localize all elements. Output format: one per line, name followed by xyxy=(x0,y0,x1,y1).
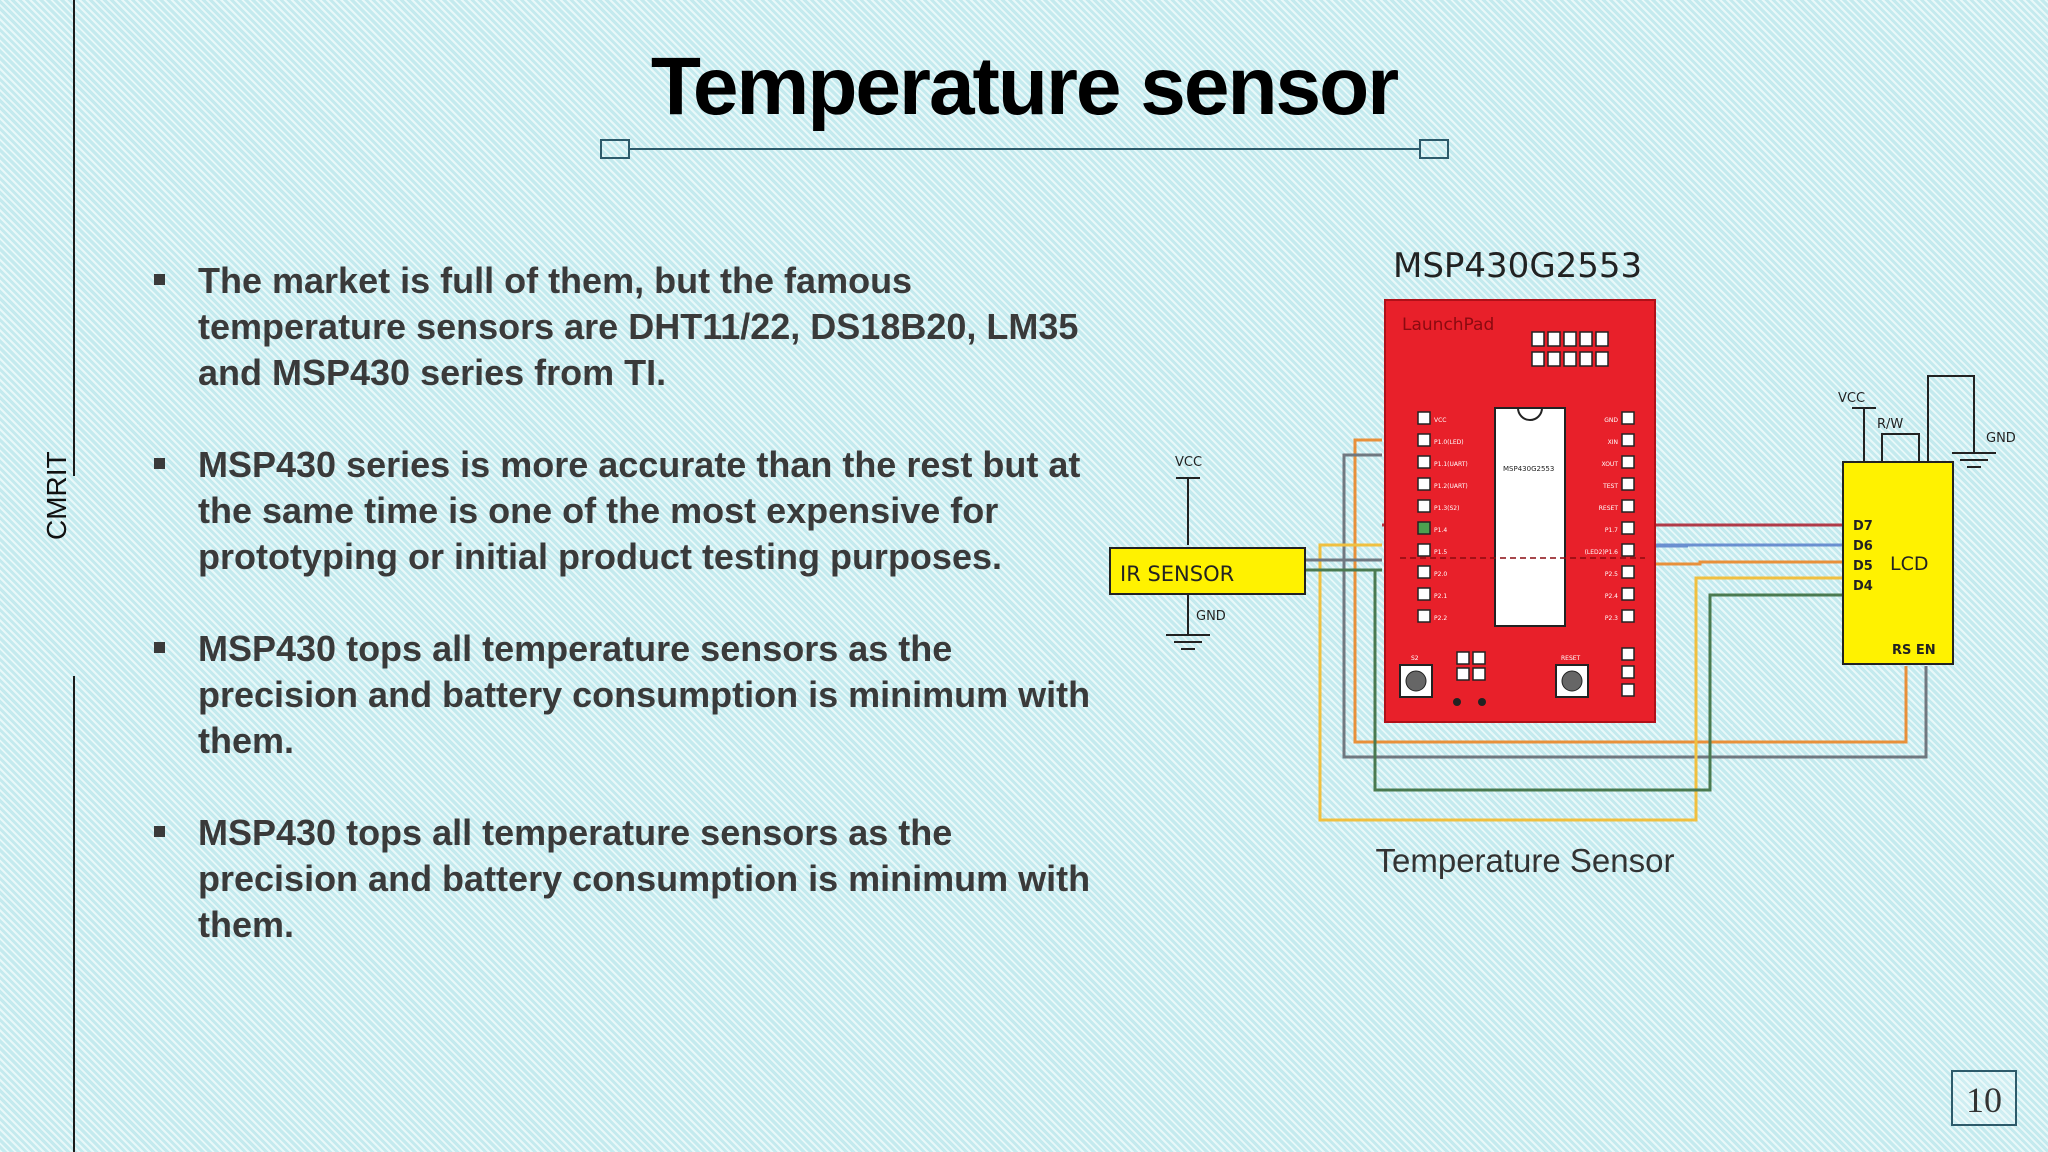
title-underline xyxy=(600,139,1449,159)
lcd-pin-label: D5 xyxy=(1853,559,1873,574)
bullet-text: The market is full of them, but the famo… xyxy=(198,260,1079,393)
wire-orange-lcd xyxy=(1630,560,1843,566)
left-pin-label: P1.5 xyxy=(1434,549,1447,556)
bullet-item: MSP430 series is more accurate than the … xyxy=(150,442,1110,580)
left-pin-label: P1.2(UART) xyxy=(1434,483,1468,490)
right-pin-label: XOUT xyxy=(1601,461,1618,468)
board-brand: LaunchPad xyxy=(1402,315,1494,335)
right-pin-label: TEST xyxy=(1602,483,1618,490)
ir-sensor-label: IR SENSOR xyxy=(1120,562,1234,586)
left-rule-bottom xyxy=(73,676,75,1152)
right-pin-labels: GND XIN XOUT TEST RESET P1.7 (LED2)P1.6 … xyxy=(1585,417,1619,622)
slide-title: Temperature sensor xyxy=(650,41,1399,132)
left-pin-labels: VCC P1.0(LED) P1.1(UART) P1.2(UART) P1.3… xyxy=(1434,417,1468,622)
bullet-list: The market is full of them, but the famo… xyxy=(150,258,1110,994)
bullet-marker xyxy=(154,274,165,285)
right-pin-label: RESET xyxy=(1599,505,1619,512)
lcd-pin-label: D4 xyxy=(1853,579,1873,594)
sensor-gnd-label: GND xyxy=(1196,609,1226,624)
sensor-vcc-label: VCC xyxy=(1175,455,1202,470)
board-name: MSP430G2553 xyxy=(1393,246,1642,286)
led-block xyxy=(1456,651,1486,681)
power-pins xyxy=(1621,647,1635,697)
left-pin-label: P1.1(UART) xyxy=(1434,461,1468,468)
wire-orange xyxy=(1353,438,1908,744)
wires xyxy=(1305,438,1928,822)
left-pin-label: P2.0 xyxy=(1434,571,1447,578)
lcd-pin-label: D6 xyxy=(1853,539,1873,554)
right-pin-label: P2.4 xyxy=(1605,593,1618,600)
left-pin-label: P2.2 xyxy=(1434,615,1447,622)
circuit-diagram: MSP430G2553 VCC GND IR SENSOR LaunchPad … xyxy=(1109,246,2016,822)
lcd-box xyxy=(1842,461,1954,665)
bullet-text: MSP430 tops all temperature sensors as t… xyxy=(198,812,1091,945)
bullet-marker xyxy=(154,826,165,837)
left-pin-column xyxy=(1417,411,1431,623)
lcd-pin-labels: D7 D6 D5 D4 xyxy=(1853,519,1873,594)
right-pin-label: P1.7 xyxy=(1605,527,1618,534)
lcd-vcc-label: VCC xyxy=(1838,391,1865,406)
bullet-item: The market is full of them, but the famo… xyxy=(150,258,1110,396)
button-reset: RESET xyxy=(1555,655,1589,698)
left-pin-label: P1.0(LED) xyxy=(1434,439,1464,446)
left-pin-label: P1.3(S2) xyxy=(1434,505,1459,512)
bullet-item: MSP430 tops all temperature sensors as t… xyxy=(150,626,1110,764)
left-pin-label: P2.1 xyxy=(1434,593,1447,600)
left-pin-label: VCC xyxy=(1434,417,1446,424)
left-rule-top xyxy=(73,0,75,476)
side-label: CMRIT xyxy=(41,451,72,540)
button-s2-label: S2 xyxy=(1411,655,1419,662)
bullet-text: MSP430 tops all temperature sensors as t… xyxy=(198,628,1091,761)
button-s2: S2 xyxy=(1399,655,1433,698)
right-pin-label: (LED2)P1.6 xyxy=(1585,549,1619,556)
ir-sensor-box xyxy=(1109,547,1306,595)
lcd-rw-label: R/W xyxy=(1877,417,1903,432)
wire-gray xyxy=(1342,453,1928,759)
right-pin-label: GND xyxy=(1604,417,1618,424)
right-pin-label: P2.5 xyxy=(1605,571,1618,578)
bullet-marker xyxy=(154,458,165,469)
lcd-gnd-label: GND xyxy=(1986,431,2016,446)
lcd-rs-en-label: RS EN xyxy=(1892,643,1936,658)
msp430-chip xyxy=(1494,407,1566,627)
wire-yellow xyxy=(1318,543,1843,822)
right-pin-column xyxy=(1621,411,1635,623)
lcd-pin-label: D7 xyxy=(1853,519,1873,534)
jumper-block xyxy=(1531,331,1609,367)
button-reset-label: RESET xyxy=(1561,655,1581,662)
bullet-item: MSP430 tops all temperature sensors as t… xyxy=(150,810,1110,948)
chip-label: MSP430G2553 xyxy=(1503,465,1554,473)
diagram-caption: Temperature Sensor xyxy=(1375,842,1675,879)
right-pin-label: P2.3 xyxy=(1605,615,1618,622)
page-number: 10 xyxy=(1951,1070,2017,1126)
bullet-text: MSP430 series is more accurate than the … xyxy=(198,444,1081,577)
bullet-marker xyxy=(154,642,165,653)
right-pin-label: XIN xyxy=(1608,439,1618,446)
lcd-label: LCD xyxy=(1890,553,1928,575)
left-pin-label: P1.4 xyxy=(1434,527,1447,534)
